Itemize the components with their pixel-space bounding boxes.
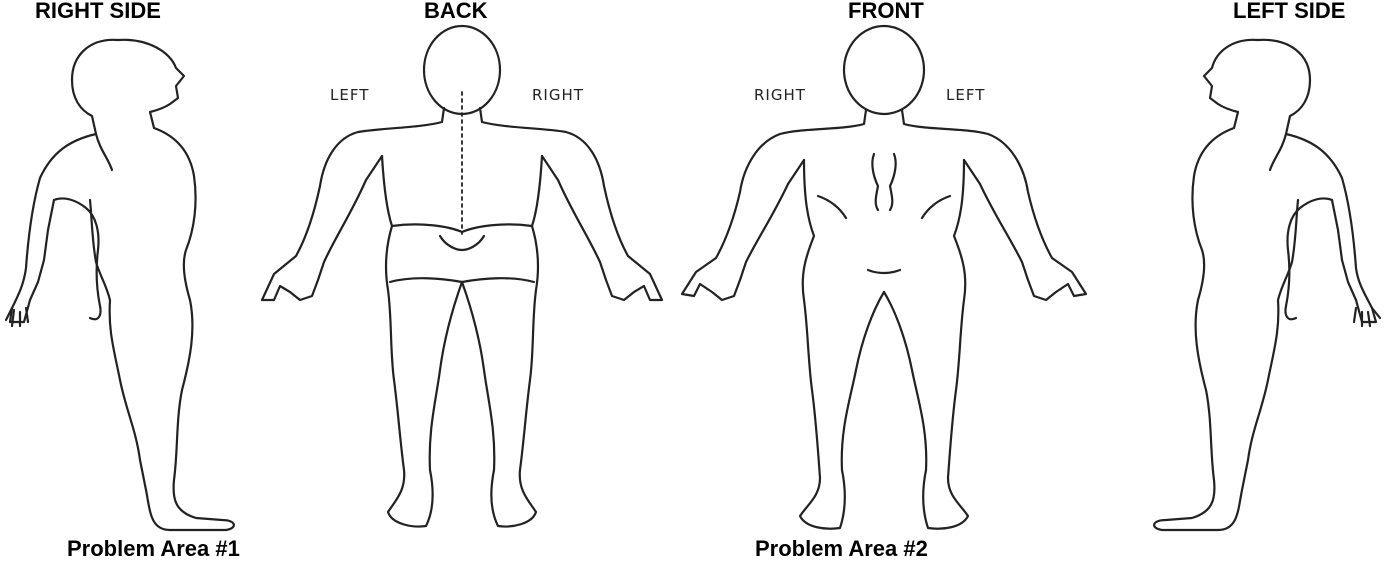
body-back-icon[interactable]	[262, 26, 662, 526]
body-front-icon[interactable]	[682, 26, 1086, 529]
problem-area-1-label: Problem Area #1	[67, 536, 240, 562]
body-side-right-icon[interactable]	[6, 40, 234, 530]
problem-area-2-label: Problem Area #2	[755, 536, 928, 562]
body-side-left-icon[interactable]	[1154, 40, 1380, 530]
